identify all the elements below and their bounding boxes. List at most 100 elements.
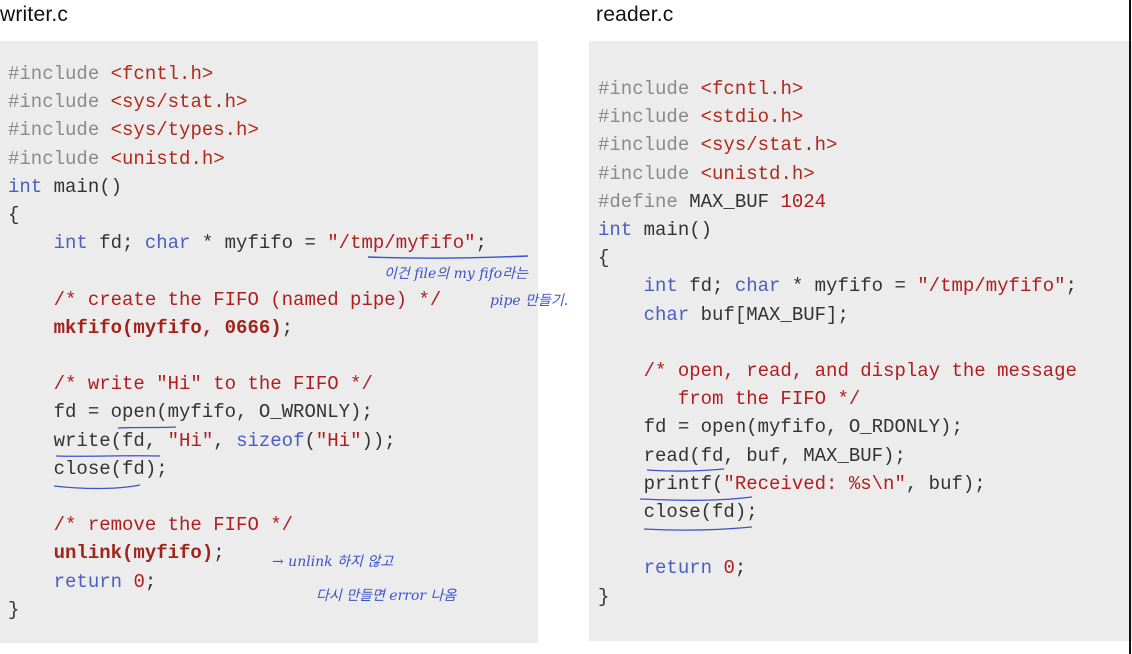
code-line: return 0; — [8, 570, 157, 593]
code-token — [712, 557, 723, 579]
code-line: #include <sys/types.h> — [8, 119, 259, 141]
code-token: /* write "Hi" to the FIFO */ — [53, 373, 373, 396]
code-token: , — [213, 429, 237, 452]
code-token: <sys/types.h> — [110, 119, 259, 142]
code-token: unlink(myfifo) — [53, 542, 214, 565]
code-token — [598, 275, 644, 297]
code-token — [598, 360, 644, 382]
code-line: int main() — [8, 176, 122, 198]
code-token: #include — [8, 119, 111, 142]
code-token: #include — [598, 78, 701, 100]
code-token: fd; — [87, 232, 145, 255]
code-token: * myfifo = — [190, 232, 328, 255]
code-token: write(fd, — [8, 429, 168, 452]
code-line: mkfifo(myfifo, 0666); — [8, 317, 293, 339]
code-token: 0 — [723, 557, 735, 580]
code-token: int — [598, 219, 633, 242]
code-line: /* open, read, and display the message — [598, 360, 1077, 382]
code-token: from the FIFO */ — [598, 388, 861, 411]
code-token: MAX_BUF — [689, 190, 781, 213]
code-token: #include — [598, 106, 701, 129]
code-token: ; — [281, 316, 294, 339]
code-token — [8, 571, 54, 593]
code-token: ; — [144, 570, 157, 593]
code-token: #include — [598, 134, 701, 157]
code-token: buf[MAX_BUF]; — [689, 303, 849, 326]
code-token: ; — [734, 557, 747, 580]
code-line: #include <fcntl.h> — [598, 78, 803, 100]
code-token: "/tmp/myfifo" — [917, 275, 1066, 298]
code-token: { — [8, 204, 20, 227]
code-token: return — [643, 557, 713, 580]
code-token: <unistd.h> — [110, 147, 225, 170]
code-token: <sys/stat.h> — [110, 91, 248, 114]
reader-code-panel: #include <fcntl.h> #include <stdio.h> #i… — [589, 41, 1132, 641]
code-token — [598, 557, 644, 579]
code-token: } — [598, 585, 610, 608]
code-line: #include <unistd.h> — [8, 148, 225, 170]
writer-title: writer.c — [0, 3, 69, 26]
code-token: char — [643, 303, 690, 326]
code-token — [8, 289, 54, 311]
code-token: "Hi" — [315, 429, 362, 452]
code-line: { — [598, 247, 609, 269]
code-line: /* create the FIFO (named pipe) */ — [8, 288, 442, 311]
code-token — [8, 232, 54, 254]
code-token: "Hi" — [167, 429, 214, 452]
code-line: fd = open(myfifo, O_RDONLY); — [598, 416, 963, 438]
code-line: #include <unistd.h> — [598, 163, 815, 185]
code-token: /* create the FIFO (named pipe) */ — [53, 288, 442, 311]
writer-code: #include <fcntl.h> #include <sys/stat.h>… — [8, 60, 487, 624]
code-token: * myfifo = — [780, 275, 918, 298]
code-line: close(fd); — [598, 501, 758, 523]
code-token: char — [734, 275, 781, 298]
code-token: } — [8, 598, 20, 621]
code-line: read(fd, buf, MAX_BUF); — [598, 445, 906, 467]
code-line: from the FIFO */ — [598, 388, 860, 410]
code-token: fd = open(myfifo, O_WRONLY); — [8, 401, 373, 424]
code-token: <fcntl.h> — [700, 78, 804, 100]
code-token — [122, 571, 133, 593]
code-token: printf( — [598, 472, 724, 495]
writer-code-panel: #include <fcntl.h> #include <sys/stat.h>… — [0, 41, 538, 643]
code-token — [8, 514, 54, 536]
code-line: printf("Received: %s\n", buf); — [598, 473, 986, 495]
code-line: #include <fcntl.h> — [8, 63, 213, 85]
code-token: close(fd); — [598, 501, 758, 524]
code-token: "Received: %s\n" — [723, 472, 906, 495]
code-line: return 0; — [598, 557, 747, 580]
code-token: mkfifo(myfifo, 0666) — [53, 316, 282, 339]
code-line: int fd; char * myfifo = "/tmp/myfifo"; — [8, 232, 487, 254]
code-token: ; — [1065, 275, 1077, 298]
code-token: main() — [42, 175, 123, 198]
code-token: #include — [8, 91, 111, 114]
code-line: /* write "Hi" to the FIFO */ — [8, 373, 373, 395]
code-line: /* remove the FIFO */ — [8, 514, 293, 536]
code-token: ( — [304, 429, 316, 452]
code-token: 1024 — [780, 190, 827, 213]
code-token: close(fd); — [8, 457, 168, 480]
code-line: #include <sys/stat.h> — [8, 91, 247, 113]
code-token: { — [598, 247, 610, 270]
code-token: /* open, read, and display the message — [643, 360, 1077, 383]
code-line: #include <sys/stat.h> — [598, 134, 837, 156]
code-token: #include — [8, 147, 111, 170]
code-token: char — [144, 232, 191, 255]
code-token: <stdio.h> — [700, 106, 804, 129]
code-token: fd; — [677, 275, 735, 298]
code-token: ; — [213, 542, 225, 565]
code-token: read(fd, buf, MAX_BUF); — [598, 444, 906, 467]
code-line: int main() — [598, 219, 712, 241]
code-token: #include — [598, 162, 701, 185]
code-token: #define — [598, 190, 690, 213]
code-token: int — [53, 232, 88, 255]
code-token: return — [53, 570, 123, 593]
code-token: /* remove the FIFO */ — [53, 514, 294, 537]
reader-title: reader.c — [596, 3, 674, 26]
code-token — [8, 373, 54, 395]
code-token: <fcntl.h> — [110, 63, 214, 85]
code-token: sizeof — [236, 429, 305, 452]
code-line: } — [8, 599, 19, 621]
code-line: char buf[MAX_BUF]; — [598, 304, 849, 326]
code-token — [8, 317, 54, 339]
